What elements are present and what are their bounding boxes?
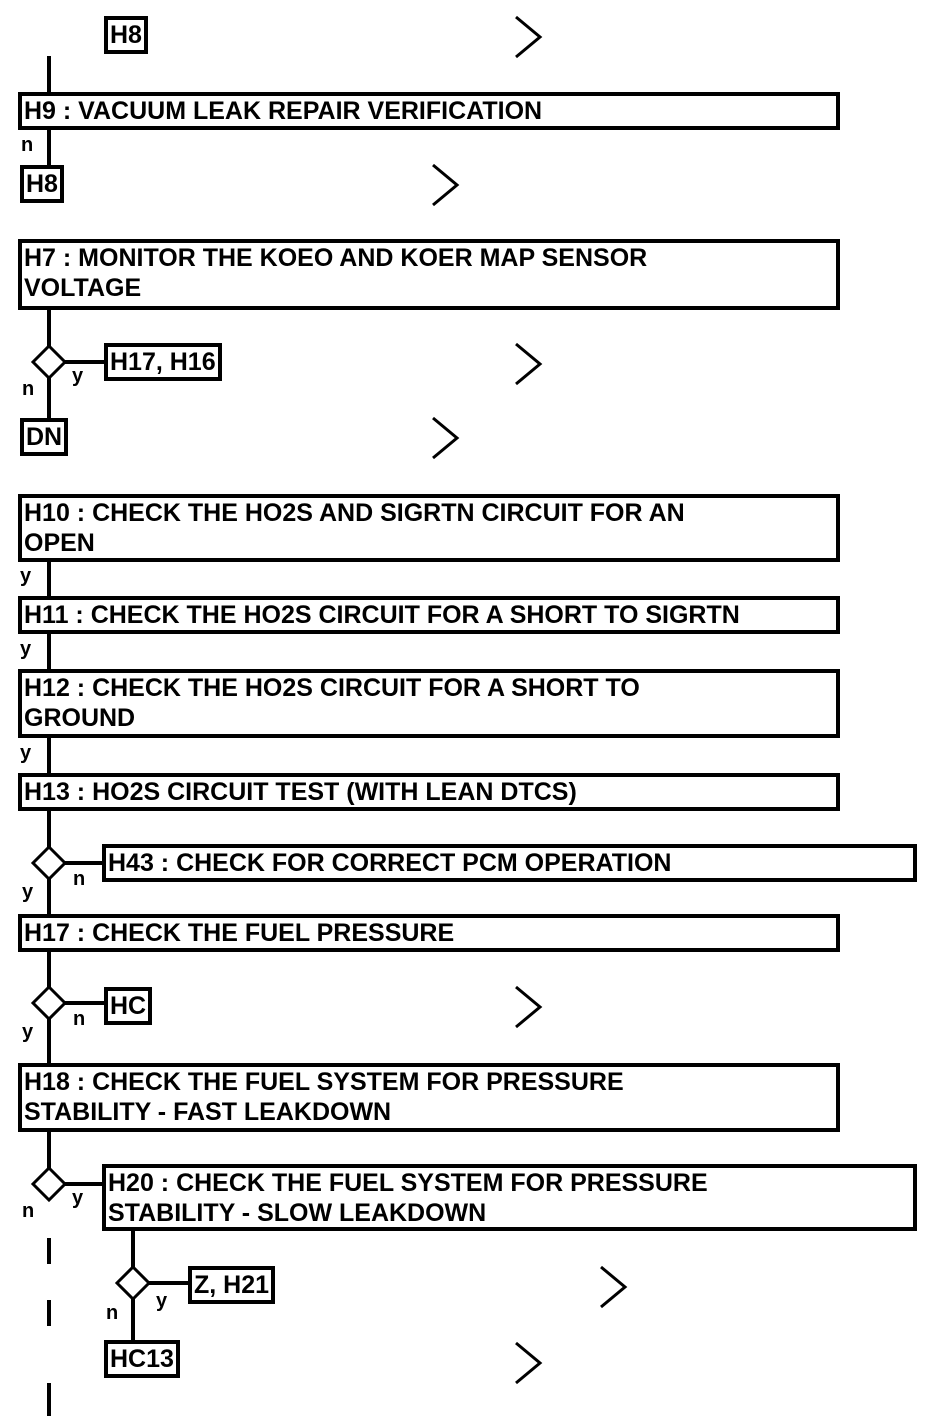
- branch-label-y: y: [20, 742, 32, 764]
- step-h13[interactable]: H13 : HO2S CIRCUIT TEST (WITH LEAN DTCS): [18, 773, 840, 811]
- branch-label-n: n: [73, 1008, 86, 1030]
- step-h9[interactable]: H9 : VACUUM LEAK REPAIR VERIFICATION: [18, 92, 840, 130]
- branch-label-y: y: [22, 1021, 34, 1043]
- decision-diamond-icon: [30, 1165, 68, 1203]
- branch-label-n: n: [21, 134, 34, 156]
- branch-label-y: y: [22, 881, 34, 903]
- chevron-right-icon: [515, 985, 543, 1029]
- decision-diamond-icon: [114, 1264, 152, 1302]
- chevron-right-icon: [515, 1341, 543, 1385]
- branch-label-y: y: [20, 638, 32, 660]
- step-h20[interactable]: H20 : CHECK THE FUEL SYSTEM FOR PRESSURE…: [102, 1164, 917, 1231]
- decision-diamond-icon: [30, 844, 68, 882]
- branch-label-n: n: [106, 1302, 119, 1324]
- ref-hc13[interactable]: HC13: [104, 1340, 180, 1378]
- ref-z-h21[interactable]: Z, H21: [188, 1266, 276, 1304]
- chevron-right-icon: [515, 15, 543, 59]
- branch-label-y: y: [72, 1187, 84, 1209]
- branch-label-y: y: [72, 365, 84, 387]
- ref-h8[interactable]: H8: [20, 165, 64, 203]
- step-h17[interactable]: H17 : CHECK THE FUEL PRESSURE: [18, 914, 840, 952]
- decision-diamond-icon: [30, 984, 68, 1022]
- branch-label-n: n: [73, 868, 86, 890]
- step-h11[interactable]: H11 : CHECK THE HO2S CIRCUIT FOR A SHORT…: [18, 596, 840, 634]
- branch-label-y: y: [156, 1290, 168, 1312]
- step-h18[interactable]: H18 : CHECK THE FUEL SYSTEM FOR PRESSURE…: [18, 1063, 840, 1132]
- branch-label-n: n: [22, 378, 35, 400]
- ref-h8-top[interactable]: H8: [104, 16, 148, 54]
- step-h43[interactable]: H43 : CHECK FOR CORRECT PCM OPERATION: [102, 844, 917, 882]
- ref-h17-h16[interactable]: H17, H16: [104, 343, 222, 381]
- chevron-right-icon: [432, 163, 460, 207]
- step-h10[interactable]: H10 : CHECK THE HO2S AND SIGRTN CIRCUIT …: [18, 494, 840, 562]
- decision-diamond-icon: [30, 343, 68, 381]
- chevron-right-icon: [515, 342, 543, 386]
- chevron-right-icon: [432, 416, 460, 460]
- branch-label-y: y: [20, 565, 32, 587]
- branch-label-n: n: [22, 1200, 35, 1222]
- ref-hc[interactable]: HC: [104, 987, 153, 1025]
- step-h7[interactable]: H7 : MONITOR THE KOEO AND KOER MAP SENSO…: [18, 239, 840, 310]
- ref-dn[interactable]: DN: [20, 418, 69, 456]
- step-h12[interactable]: H12 : CHECK THE HO2S CIRCUIT FOR A SHORT…: [18, 669, 840, 738]
- chevron-right-icon: [600, 1265, 628, 1309]
